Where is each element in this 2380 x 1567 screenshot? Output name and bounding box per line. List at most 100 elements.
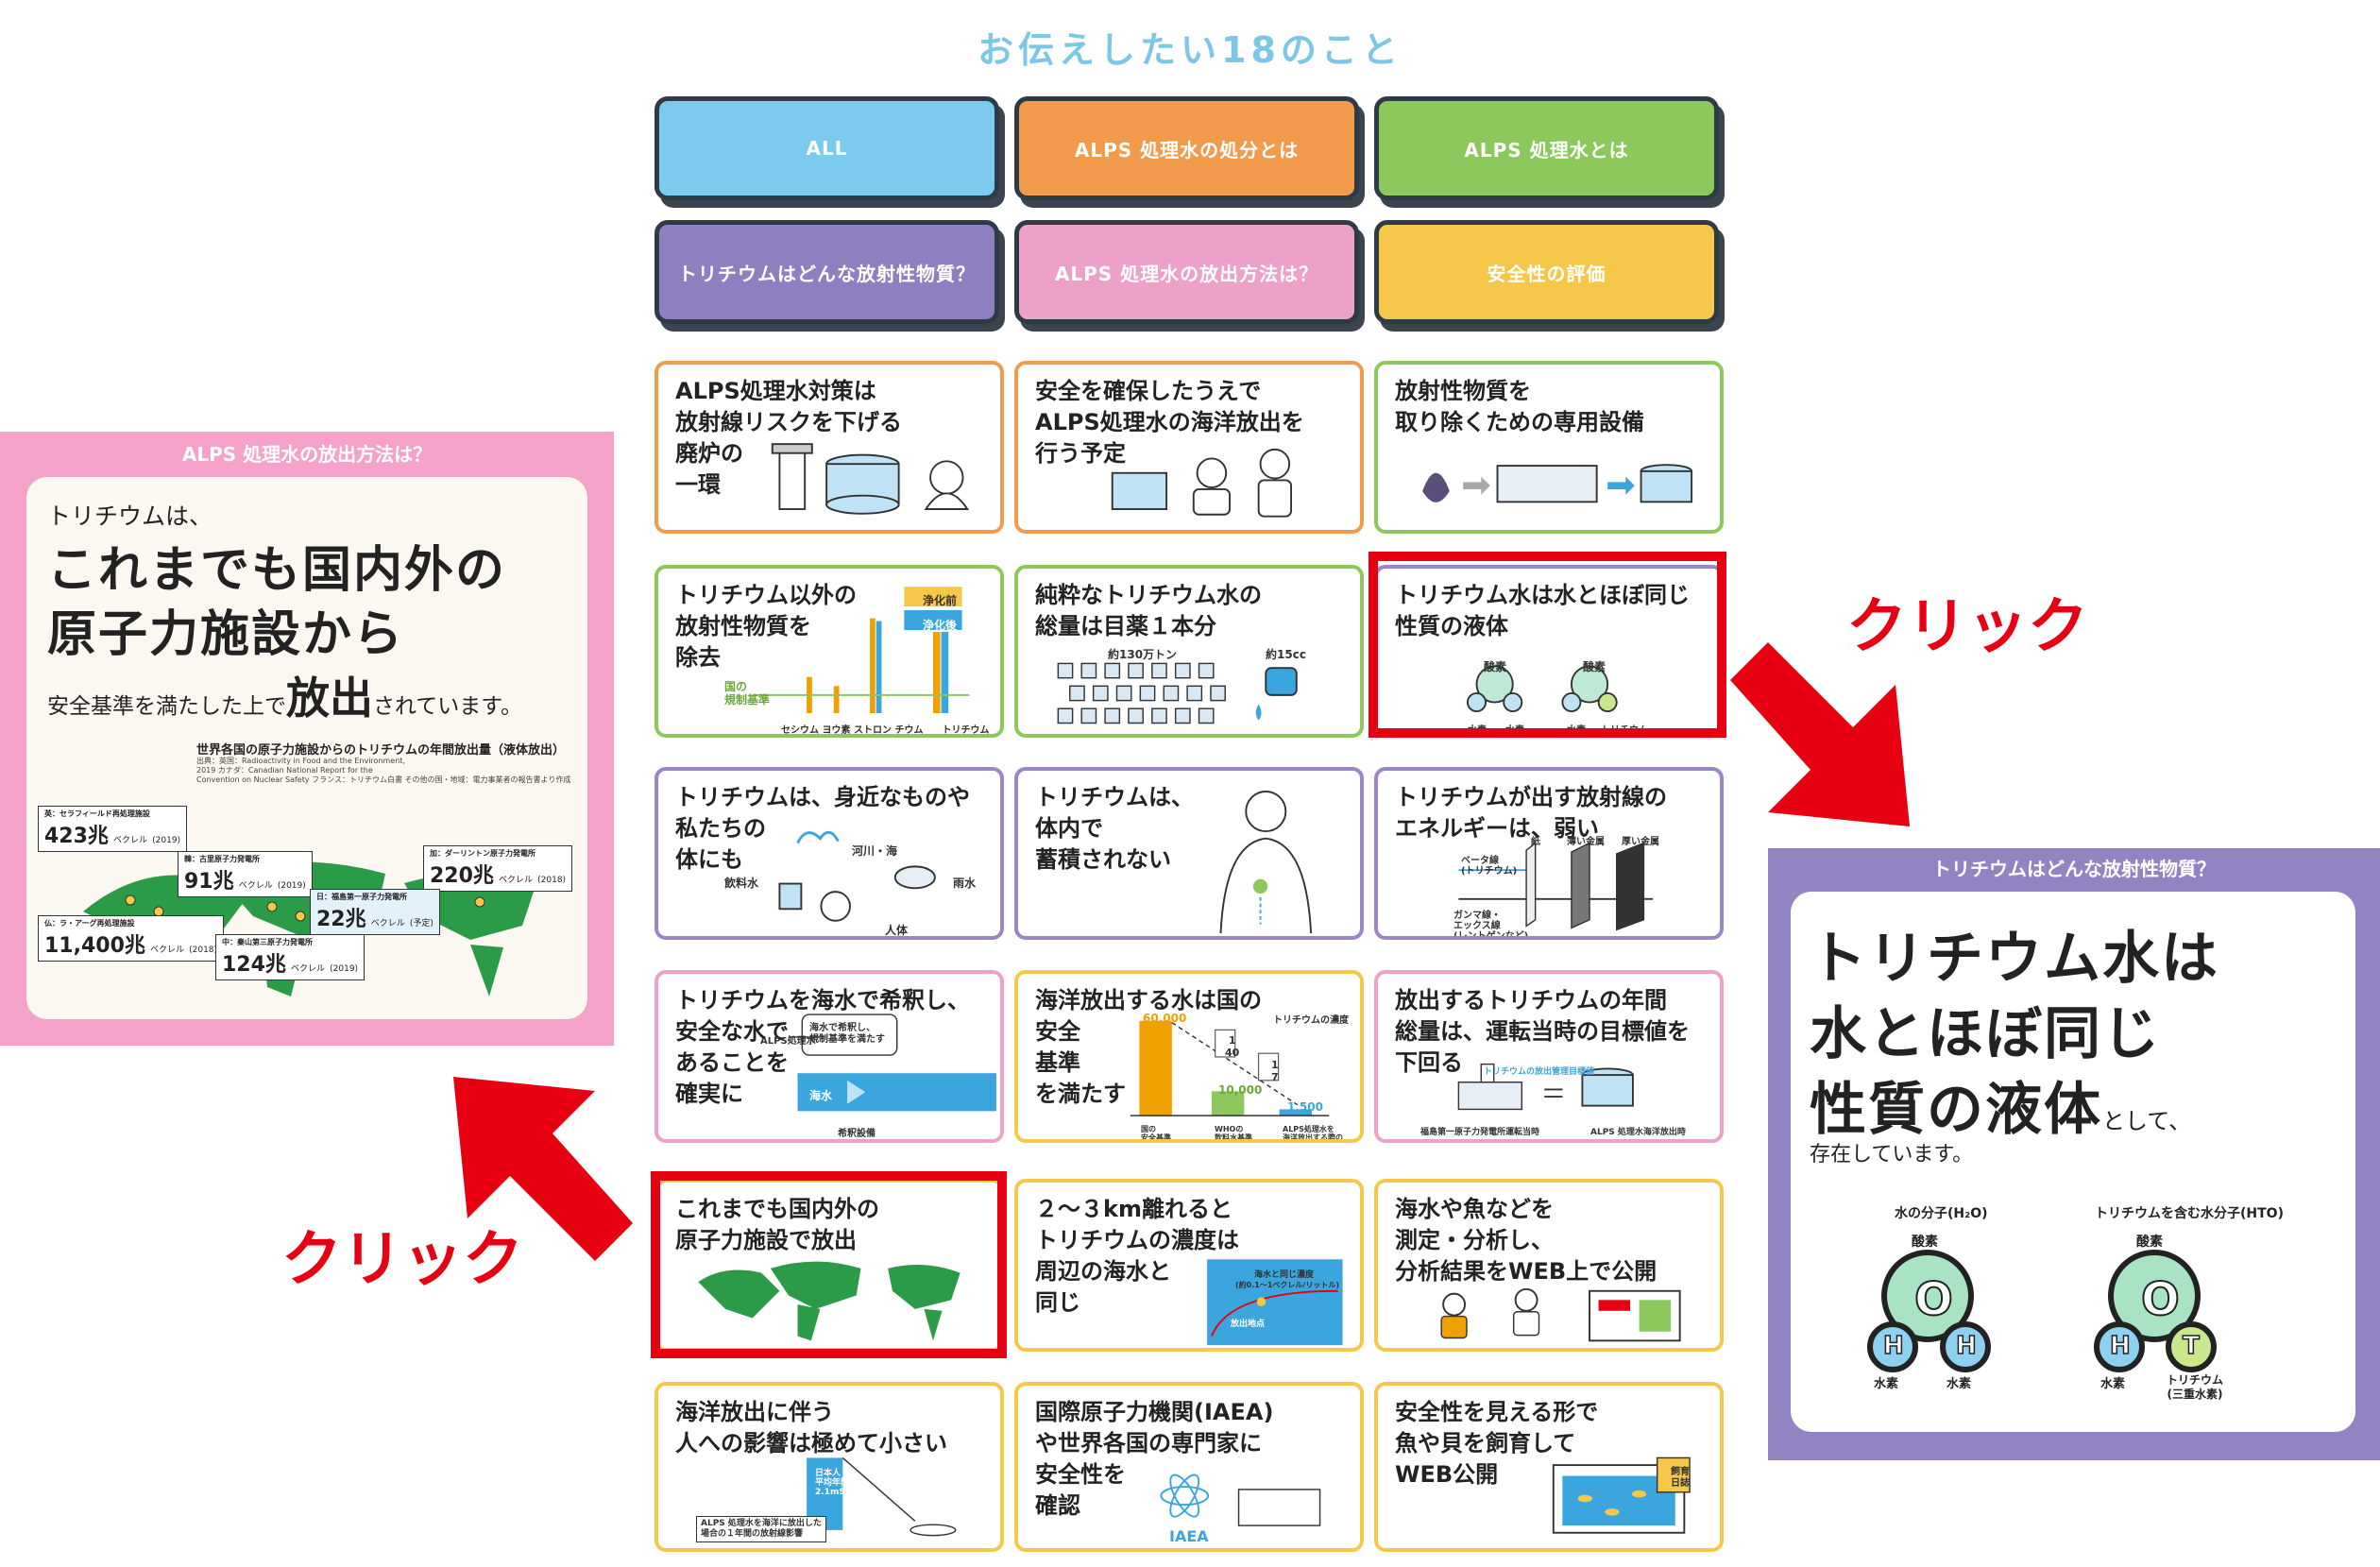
- tritium-label: トリチウム: [1601, 725, 1648, 736]
- topic-card-weak-energy[interactable]: トリチウムが出す放射線の エネルギーは、弱い ベータ線 (トリチウム) ガンマ線…: [1374, 767, 1724, 940]
- site-label-canada: 加：ダーリントン原子力発電所 220兆 ベクレル (2018): [423, 845, 573, 892]
- site-name: 日：福島第一原子力発電所: [316, 893, 407, 901]
- topic-card-domestic-overseas[interactable]: これまでも国内外の 原子力施設で放出: [654, 1179, 1004, 1352]
- card-title: トリチウムは、 体内で 蓄積されない: [1035, 784, 1194, 873]
- subheading-post: されています。: [373, 694, 523, 719]
- target-value-label: トリチウムの放出管理目標値: [1484, 1067, 1595, 1077]
- category-safety-button[interactable]: 安全性の評価: [1374, 220, 1719, 324]
- iaea-label: IAEA: [1169, 1527, 1209, 1545]
- value-10000-label: 10,000: [1218, 1083, 1263, 1097]
- cc-label: 約15cc: [1266, 648, 1306, 661]
- category-release-method-button[interactable]: ALPS 処理水の放出方法は？: [1014, 220, 1359, 324]
- topic-card-tritium-water[interactable]: トリチウム水は水とほぼ同じ 性質の液体 酸素 酸素 水素 水素 水素 トリチウム: [1374, 565, 1724, 738]
- topic-card-fish-breeding[interactable]: 安全性を見える形で 魚や貝を飼育して WEB公開 飼育 日誌: [1374, 1382, 1724, 1552]
- popup-lead-text: トリチウムは、: [47, 502, 213, 530]
- after-purification-label: 浄化後: [923, 619, 958, 632]
- category-label: ALPS 処理水の処分とは: [1074, 138, 1300, 162]
- oxygen-label: 酸素: [1583, 660, 1606, 673]
- topic-card-removal-equipment[interactable]: 放射性物質を 取り除くための専用設備: [1374, 361, 1724, 534]
- alps-water-label: ALPS処理水: [760, 1036, 816, 1047]
- arrow-to-right-popup-icon: [1730, 642, 1910, 826]
- site-unit: ベクレル: [113, 836, 148, 845]
- site-year: (2019): [330, 964, 359, 974]
- release-method-popup: ALPS 処理水の放出方法は？ トリチウムは、 これまでも国内外の 原子力施設か…: [0, 432, 614, 1046]
- fukushima-operation-label: 福島第一原子力発電所運転当時: [1420, 1128, 1540, 1137]
- site-name: 仏：ラ・アーグ再処理施設: [44, 919, 135, 928]
- site-unit: ベクレル: [499, 876, 534, 885]
- click-label-right: クリック: [1846, 592, 2088, 662]
- hydrogen-label: 水素: [1874, 1377, 1899, 1391]
- site-year: (予定): [409, 919, 434, 928]
- site-value: 22兆: [316, 908, 366, 931]
- value-1500-label: 1,500: [1287, 1100, 1323, 1114]
- gamma-ray-label: ガンマ線・ エックス線 (レントゲンなど): [1454, 911, 1529, 940]
- beta-ray-label: ベータ線 (トリチウム): [1461, 856, 1518, 877]
- site-year: (2019): [277, 881, 306, 891]
- topic-card-removal-other[interactable]: トリチウム以外の 放射性物質を 除去 浄化前 浄化後 国の 規制基準 セシウム …: [654, 565, 1004, 738]
- oxygen-symbol: O: [1913, 1272, 1954, 1327]
- hydrogen-symbol: H: [1882, 1331, 1904, 1361]
- site-unit: ベクレル: [238, 881, 273, 891]
- tritium-symbol: T: [2182, 1331, 2200, 1361]
- hydrogen-label: 水素: [1946, 1377, 1972, 1391]
- topic-card-concentration-distance[interactable]: ２～３km離れると トリチウムの濃度は 周辺の海水と 同じ 海水と同じ濃度 (約…: [1014, 1179, 1364, 1352]
- topic-card-dilution[interactable]: トリチウムを海水で希釈し、 安全な水で あることを 確実に ALPS処理水 海水…: [654, 970, 1004, 1143]
- category-alps-water-button[interactable]: ALPS 処理水とは: [1374, 96, 1719, 200]
- fraction-40-label: 1 40: [1225, 1034, 1240, 1059]
- topic-card-annual-total[interactable]: 放出するトリチウムの年間 総量は、運転当時の目標値を 下回る トリチウムの放出管…: [1374, 970, 1724, 1143]
- popup-subheading: 安全基準を満たした上で放出されています。: [47, 664, 522, 726]
- card-title: ２～３km離れると トリチウムの濃度は 周辺の海水と 同じ: [1035, 1196, 1239, 1316]
- heading-line3-suffix: として、: [2102, 1108, 2192, 1134]
- fraction-7-label: 1 7: [1271, 1059, 1279, 1083]
- category-tritium-button[interactable]: トリチウムはどんな放射性物質？: [654, 220, 999, 324]
- card-title: 放出するトリチウムの年間 総量は、運転当時の目標値を 下回る: [1395, 987, 1690, 1076]
- value-60000-label: 60,000: [1143, 1012, 1187, 1025]
- card-title: 海洋放出に伴う 人への影響は極めて小さい: [675, 1399, 947, 1456]
- click-label-left: クリック: [281, 1225, 523, 1295]
- alps-dose-label: ALPS 処理水を海洋に放出した 場合の１年間の放射線影響: [696, 1516, 826, 1542]
- tritium-popup: トリチウムはどんな放射性物質？ トリチウム水は 水とほぼ同じ 性質の液体として、…: [1768, 848, 2380, 1460]
- hydrogen-label: 水素: [1505, 725, 1524, 736]
- before-purification-label: 浄化前: [923, 594, 958, 607]
- oxygen-label: 酸素: [1912, 1235, 1938, 1250]
- topic-card-not-accumulated[interactable]: トリチウムは、 体内で 蓄積されない: [1014, 767, 1364, 940]
- topic-card-human-impact[interactable]: 海洋放出に伴う 人への影響は極めて小さい 日本人 平均年間 2.1mSv ALP…: [654, 1382, 1004, 1552]
- hydrogen-label: 水素: [1468, 725, 1487, 736]
- dilute-note-label: 海水で希釈し、 規制基準を満たす: [809, 1023, 885, 1045]
- hydrogen-label: 水素: [1567, 725, 1586, 736]
- who-standard-label: WHOの 飲料水基準: [1215, 1125, 1252, 1142]
- category-label: ALPS 処理水とは: [1464, 138, 1629, 162]
- dilution-facility-label: 希釈設備: [838, 1129, 876, 1139]
- site-value: 423兆: [44, 825, 109, 848]
- site-year: (2018): [189, 945, 218, 955]
- category-disposal-button[interactable]: ALPS 処理水の処分とは: [1014, 96, 1359, 200]
- popup-heading-line2: 水とほぼ同じ: [1810, 1001, 2161, 1067]
- site-label-uk: 英：セラフィールド再処理施設 423兆 ベクレル (2019): [38, 806, 188, 852]
- popup-title: ALPS 処理水の放出方法は？: [181, 443, 433, 466]
- category-label: ALL: [806, 137, 848, 160]
- national-standard-label: 国の 安全基準: [1141, 1125, 1171, 1142]
- topic-card-decommissioning[interactable]: ALPS処理水対策は 放射線リスクを下げる 廃炉の 一環: [654, 361, 1004, 534]
- popup-heading-line3: 性質の液体として、: [1810, 1064, 2191, 1146]
- card-title: トリチウムが出す放射線の エネルギーは、弱い: [1395, 784, 1667, 842]
- thick-metal-label: 厚い金属: [1622, 837, 1659, 847]
- topic-card-monitoring[interactable]: 海水や魚などを 測定・分析し、 分析結果をWEB上で公開: [1374, 1179, 1724, 1352]
- popup-heading-line2: 原子力施設から: [47, 606, 405, 663]
- hydrogen-symbol: H: [1955, 1331, 1977, 1361]
- topic-card-familiar-sources[interactable]: トリチウムは、身近なものや 私たちの 体にも 河川・海 飲料水 雨水 人体: [654, 767, 1004, 940]
- card-title: 国際原子力機関(IAEA) や世界各国の専門家に 安全性を 確認: [1035, 1399, 1274, 1519]
- card-title: これまでも国内外の 原子力施設で放出: [675, 1196, 879, 1253]
- topic-card-meets-standards[interactable]: 海洋放出する水は国の 安全 基準 を満たす 60,000 トリチウムの濃度 1 …: [1014, 970, 1364, 1143]
- hydrogen-symbol: H: [2109, 1331, 2131, 1361]
- category-all-button[interactable]: ALL: [654, 96, 999, 200]
- card-title: ALPS処理水対策は 放射線リスクを下げる 廃炉の 一環: [675, 378, 902, 498]
- popup-heading-line1: これまでも国内外の: [47, 542, 507, 599]
- site-name: 韓：古里原子力発電所: [184, 855, 260, 863]
- topic-card-iaea[interactable]: 国際原子力機関(IAEA) や世界各国の専門家に 安全性を 確認 IAEA: [1014, 1382, 1364, 1552]
- thin-metal-label: 薄い金属: [1567, 837, 1605, 847]
- alps-release-label: ALPS 処理水海洋放出時: [1590, 1128, 1686, 1137]
- category-label: トリチウムはどんな放射性物質？: [678, 262, 976, 285]
- topic-card-eyedrop-volume[interactable]: 純粋なトリチウム水の 総量は目薬１本分 約130万トン 約15cc: [1014, 565, 1364, 738]
- human-body-label: 人体: [885, 924, 909, 937]
- topic-card-ocean-release-plan[interactable]: 安全を確保したうえで ALPS処理水の海洋放出を 行う予定: [1014, 361, 1364, 534]
